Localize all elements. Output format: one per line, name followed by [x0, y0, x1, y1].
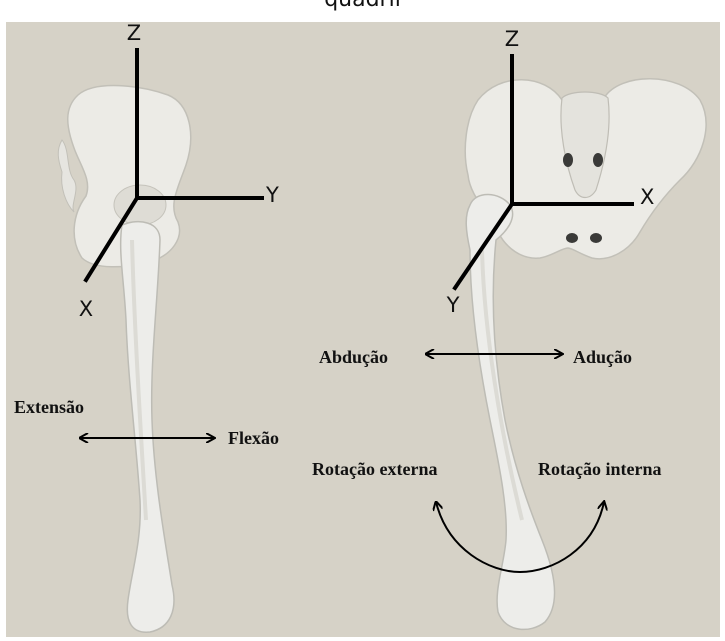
right-axis-x-label: X — [640, 185, 654, 209]
flexion-label: Flexão — [228, 428, 279, 448]
right-axis-y-label: Y — [446, 293, 460, 317]
extension-label: Extensão — [14, 397, 84, 417]
abduction-label: Abdução — [319, 347, 388, 367]
left-axis-x-label: X — [79, 297, 93, 321]
right-axis-z-label: Z — [505, 27, 519, 51]
external-rotation-label: Rotação externa — [312, 459, 437, 479]
left-axis-y-label: Y — [265, 183, 279, 207]
internal-rotation-label: Rotação interna — [538, 459, 661, 479]
adduction-label: Adução — [573, 347, 632, 367]
left-axis-z-label: Z — [127, 21, 141, 45]
